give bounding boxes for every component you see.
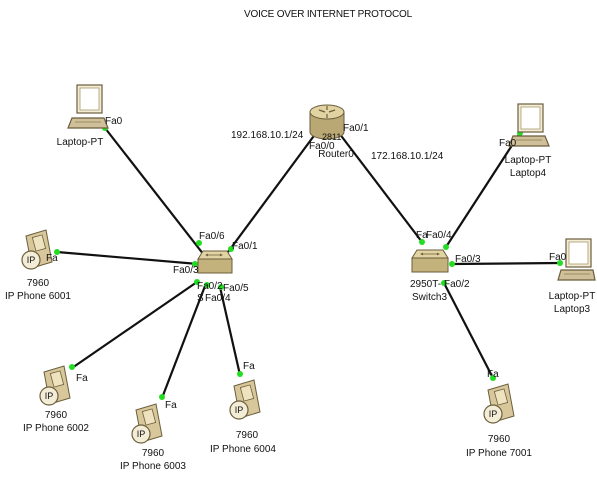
port-label: Fa0/1 (343, 123, 369, 134)
ip-phone-icon[interactable]: IP (39, 365, 71, 406)
phone-name-label: IP Phone 6002 (23, 423, 89, 434)
laptop-icon[interactable] (557, 238, 596, 281)
port-label: Fa0/4 (426, 230, 452, 241)
port-dot (237, 371, 243, 377)
port-label: Fa (416, 230, 428, 241)
phone-model-label: 7960 (488, 434, 511, 445)
link-switch3-laptop3[interactable] (451, 261, 561, 266)
port-dot (443, 244, 449, 250)
port-label: Fa0/3 (173, 265, 199, 276)
port-dot (192, 261, 198, 267)
phone-name-label: IP Phone 6003 (120, 461, 186, 472)
link-switch-a-router[interactable] (227, 132, 317, 253)
device-type-label: Laptop-PT (57, 137, 104, 148)
port-dot (441, 280, 447, 286)
switch-icon[interactable] (197, 250, 233, 274)
network-address-label: 192.168.10.1/24 (231, 130, 304, 141)
laptop-icon[interactable] (508, 103, 550, 147)
phone-name-label: IP Phone 6004 (210, 444, 276, 455)
link-router-switch3[interactable] (338, 132, 423, 243)
ip-badge-text: IP (27, 255, 36, 265)
phone-model-label: 7960 (45, 410, 68, 421)
link-phone6004-switch-a[interactable] (218, 286, 242, 376)
ip-phone-icon[interactable]: IP (21, 229, 53, 270)
port-label: Fa0/0 (309, 141, 335, 152)
port-dot (449, 261, 455, 267)
device-name-label: Laptop4 (510, 168, 547, 179)
switch-name-label: Switch3 (412, 292, 447, 303)
phone-name-label: IP Phone 7001 (466, 448, 532, 459)
links (56, 127, 561, 399)
link-phone6001-switch-a[interactable] (56, 250, 199, 266)
router-model-label: 2811 (322, 132, 341, 142)
ip-badge-text: IP (235, 405, 244, 415)
switch-model-label: 2950T- (410, 279, 441, 290)
link-switch3-phone7001[interactable] (443, 282, 494, 379)
ip-badge-text: IP (45, 391, 54, 401)
port-dot (194, 279, 200, 285)
switch-name-label: S (197, 293, 204, 304)
port-label: Fa0/3 (455, 254, 481, 265)
port-dot (69, 364, 75, 370)
port-label: Fa0/5 (223, 283, 249, 294)
port-label: Fa0 (105, 116, 123, 127)
link-phone6003-switch-a[interactable] (160, 285, 207, 399)
phone-model-label: 7960 (27, 278, 50, 289)
phone-model-label: 7960 (142, 448, 165, 459)
laptop-icon[interactable] (67, 84, 109, 129)
ip-badge-text: IP (489, 409, 498, 419)
port-dot (159, 394, 165, 400)
phone-model-label: 7960 (236, 430, 259, 441)
ip-badge-text: IP (137, 429, 146, 439)
diagram-title: VOICE OVER INTERNET PROTOCOL (244, 9, 413, 20)
port-label: Fa0 (549, 252, 567, 263)
port-label: Fa (76, 373, 88, 384)
port-label: Fa0/4 (205, 293, 231, 304)
port-label: Fa0/6 (199, 231, 225, 242)
port-label: Fa0/2 (197, 281, 223, 292)
port-dot (196, 240, 202, 246)
router-icon[interactable] (309, 104, 345, 140)
link-phone6002-switch-a[interactable] (71, 281, 198, 369)
port-dot (557, 260, 563, 266)
port-label: Fa (46, 253, 58, 264)
device-name-label: Laptop3 (554, 304, 591, 315)
port-label: Fa (165, 400, 177, 411)
network-address-label: 172.168.10.1/24 (371, 151, 444, 162)
device-type-label: Laptop-PT (505, 155, 552, 166)
port-label: Fa (487, 369, 499, 380)
ip-phone-icon[interactable]: IP (229, 379, 261, 420)
port-dot (490, 375, 496, 381)
port-label: Fa0 (499, 138, 517, 149)
router-name-label: Router0 (318, 149, 354, 160)
port-dot (228, 246, 234, 252)
port-dot (218, 284, 224, 290)
switch-icon[interactable] (411, 249, 449, 273)
port-dots (54, 125, 563, 400)
link-laptop-switch-a[interactable] (104, 127, 205, 256)
device-type-label: Laptop-PT (549, 291, 596, 302)
phone-name-label: IP Phone 6001 (5, 291, 71, 302)
ip-phone-icon[interactable]: IP (483, 383, 515, 424)
port-label: Fa0/1 (232, 241, 258, 252)
port-dot (54, 249, 60, 255)
port-label: Fa (243, 361, 255, 372)
link-switch3-laptop4[interactable] (445, 132, 521, 248)
ip-phone-icon[interactable]: IP (131, 403, 163, 444)
port-label: Fa0/2 (444, 279, 470, 290)
port-dot (204, 282, 210, 288)
port-dot (419, 239, 425, 245)
